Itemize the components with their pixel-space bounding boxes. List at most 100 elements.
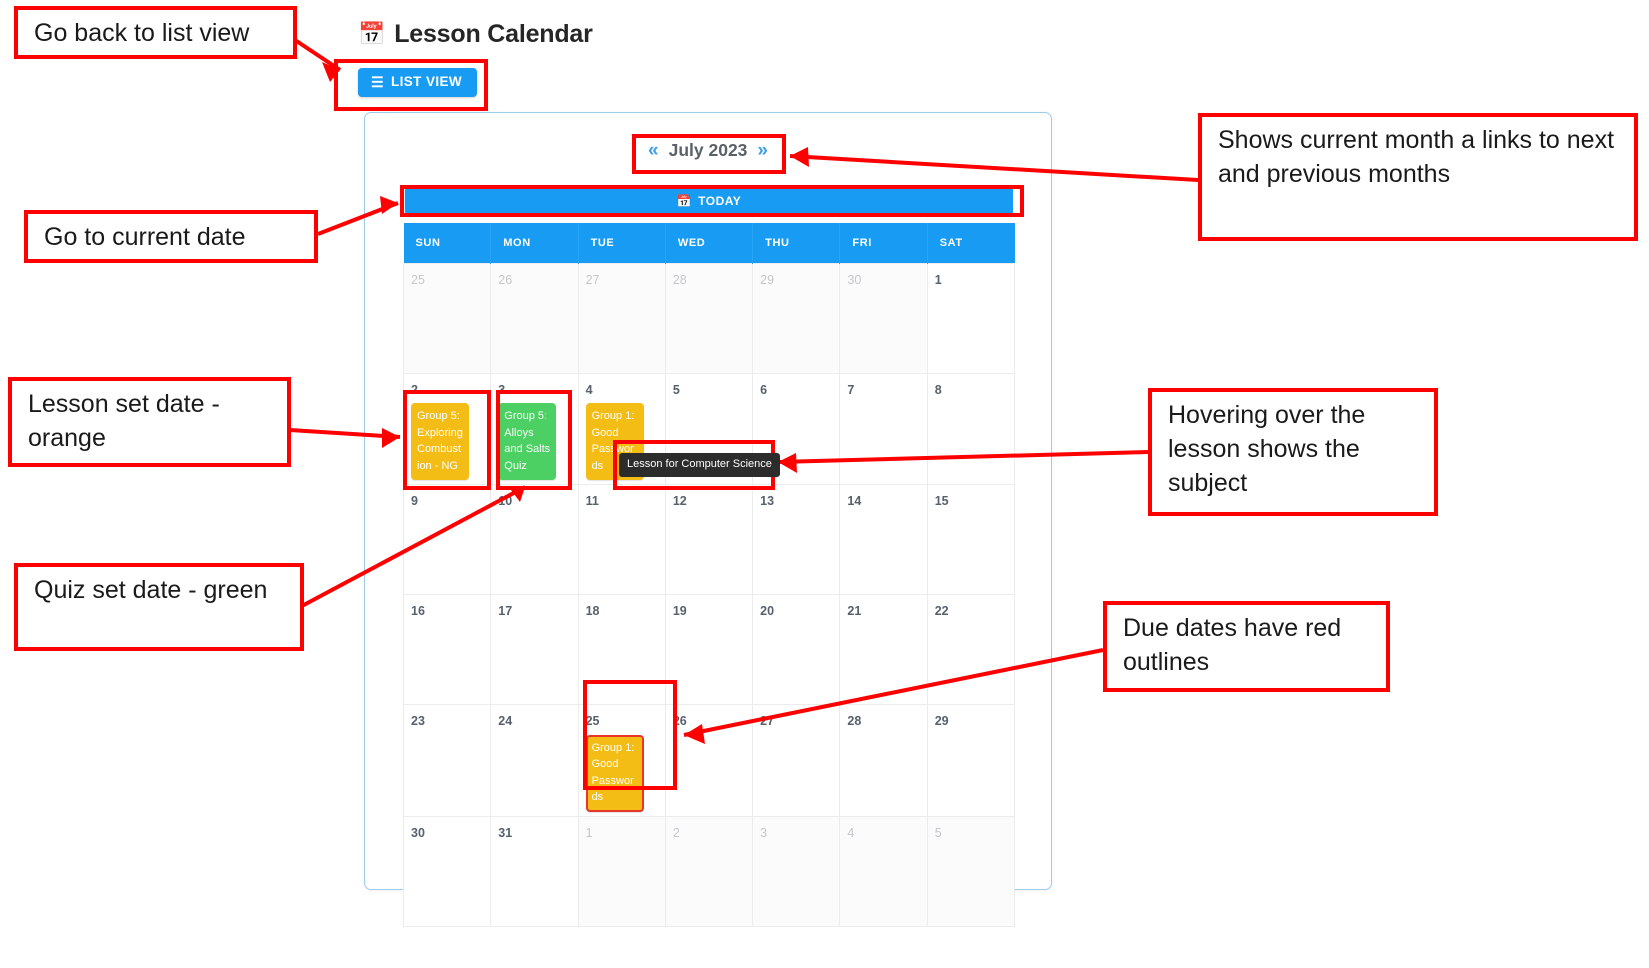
calendar-week-row: 16 17 18 19 20 21 22 bbox=[402, 594, 1016, 705]
day-number: 1 bbox=[934, 272, 942, 287]
list-view-label: LIST VIEW bbox=[390, 74, 463, 90]
calendar-icon: 📅 bbox=[358, 21, 386, 46]
day-number: 27 bbox=[760, 714, 775, 728]
day-number: 27 bbox=[585, 272, 600, 287]
day-number: 2 bbox=[411, 382, 418, 397]
day-number: 16 bbox=[411, 604, 425, 618]
calendar-day-cell[interactable]: 1 bbox=[577, 815, 666, 927]
day-number: 20 bbox=[760, 604, 775, 618]
calendar-day-cell[interactable]: 24 bbox=[490, 704, 579, 817]
calendar-day-cell[interactable]: 5 bbox=[926, 815, 1016, 927]
calendar-day-cell[interactable]: 26 bbox=[490, 262, 579, 374]
annotation-hover: Hovering over the lesson shows the subje… bbox=[1148, 388, 1438, 516]
day-number: 10 bbox=[498, 494, 513, 508]
day-number: 5 bbox=[934, 825, 942, 840]
annotation-due-dates: Due dates have red outlines bbox=[1103, 601, 1390, 692]
calendar-day-cell[interactable]: 21 bbox=[839, 594, 928, 705]
calendar-day-cell[interactable]: 20 bbox=[752, 594, 841, 705]
calendar-day-cell[interactable]: 25 bbox=[402, 262, 492, 374]
day-number: 26 bbox=[672, 714, 687, 728]
day-number: 21 bbox=[847, 604, 862, 618]
day-number: 8 bbox=[934, 382, 942, 397]
calendar-week-row: 25 26 27 28 29 30 1 bbox=[402, 262, 1016, 374]
day-number: 26 bbox=[498, 272, 513, 287]
calendar-day-cell[interactable]: 8 bbox=[926, 372, 1016, 485]
day-number: 1 bbox=[585, 825, 593, 840]
calendar-day-cell[interactable]: 15 bbox=[926, 484, 1016, 595]
day-number: 28 bbox=[672, 272, 687, 287]
event-tooltip: Lesson for Computer Science bbox=[619, 453, 780, 477]
weekday-tue: TUE bbox=[578, 223, 666, 263]
day-number: 3 bbox=[498, 382, 506, 397]
calendar-day-cell[interactable]: 28 bbox=[839, 704, 928, 817]
calendar-day-cell[interactable]: 19 bbox=[664, 594, 754, 705]
day-number: 29 bbox=[934, 714, 949, 728]
annotation-month-nav: Shows current month a links to next and … bbox=[1198, 113, 1638, 241]
weekday-wed: WED bbox=[665, 223, 754, 263]
day-number: 12 bbox=[672, 494, 687, 508]
calendar-day-cell[interactable]: 30 bbox=[839, 262, 928, 374]
day-number: 23 bbox=[411, 714, 425, 728]
calendar-day-cell[interactable]: 16 bbox=[402, 594, 492, 705]
calendar-day-cell[interactable]: 26 bbox=[664, 704, 754, 817]
page-title: 📅Lesson Calendar bbox=[358, 20, 593, 49]
weekday-sat: SAT bbox=[927, 223, 1015, 263]
calendar-day-cell[interactable]: 27 bbox=[577, 262, 666, 374]
day-number: 17 bbox=[498, 604, 513, 618]
calendar-day-cell[interactable]: 31 bbox=[490, 815, 579, 927]
day-number: 29 bbox=[760, 272, 775, 287]
current-month-label: July 2023 bbox=[668, 140, 748, 160]
calendar-day-cell[interactable]: 28 bbox=[664, 262, 754, 374]
list-icon: ☰ bbox=[371, 74, 384, 90]
calendar-day-cell[interactable]: 1 bbox=[926, 262, 1016, 374]
calendar-day-cell[interactable]: 22 bbox=[926, 594, 1016, 705]
next-month-button[interactable]: » bbox=[757, 140, 768, 161]
calendar-day-cell[interactable]: 11 bbox=[577, 484, 666, 595]
weekday-mon: MON bbox=[490, 223, 579, 263]
prev-month-button[interactable]: « bbox=[648, 140, 659, 161]
day-number: 25 bbox=[411, 272, 425, 287]
calendar-day-cell[interactable]: 9 bbox=[402, 484, 492, 595]
calendar-event[interactable]: Group 1: Good Passwords bbox=[585, 734, 644, 812]
calendar-day-cell[interactable]: 2 bbox=[664, 815, 754, 927]
day-number: 11 bbox=[585, 494, 599, 508]
today-button[interactable]: 📅 TODAY bbox=[405, 187, 1013, 215]
weekday-thu: THU bbox=[752, 223, 841, 263]
day-number: 9 bbox=[411, 494, 418, 508]
calendar-day-cell[interactable]: 23 bbox=[402, 704, 492, 817]
calendar-day-cell[interactable]: 3 bbox=[752, 815, 841, 927]
calendar-day-cell[interactable]: 13 bbox=[752, 484, 841, 595]
day-number: 14 bbox=[847, 494, 862, 508]
annotation-current-date: Go to current date bbox=[24, 210, 318, 263]
calendar-day-cell[interactable]: 18 bbox=[577, 594, 666, 705]
calendar-event[interactable]: Group 5: Alloys and Salts Quiz bbox=[498, 403, 557, 480]
calendar-day-cell[interactable]: 30 bbox=[402, 815, 492, 927]
calendar-day-cell[interactable]: 27 bbox=[752, 704, 841, 817]
annotation-list-view: Go back to list view bbox=[14, 6, 297, 59]
annotation-lesson-colour: Lesson set date - orange bbox=[8, 377, 291, 467]
weekday-sun: SUN bbox=[403, 223, 492, 263]
day-number: 13 bbox=[760, 494, 775, 508]
today-label: TODAY bbox=[698, 194, 742, 208]
list-view-button[interactable]: ☰ LIST VIEW bbox=[358, 68, 478, 97]
calendar-day-cell[interactable]: 10 bbox=[490, 484, 579, 595]
day-number: 25 bbox=[585, 714, 600, 728]
calendar-day-cell[interactable]: 29 bbox=[752, 262, 841, 374]
day-number: 4 bbox=[585, 382, 593, 397]
calendar-day-cell[interactable]: 14 bbox=[839, 484, 928, 595]
day-number: 19 bbox=[672, 604, 687, 618]
day-number: 18 bbox=[585, 604, 600, 618]
calendar-day-cell[interactable]: 4 bbox=[839, 815, 928, 927]
calendar-day-cell[interactable]: 7 bbox=[839, 372, 928, 485]
day-number: 28 bbox=[847, 714, 862, 728]
calendar-card: «July 2023» 📅 TODAY SUN MON TUE WED THU … bbox=[364, 112, 1052, 927]
calendar-day-cell[interactable]: 12 bbox=[664, 484, 754, 595]
calendar-day-cell[interactable]: 17 bbox=[490, 594, 579, 705]
calendar-day-cell[interactable]: 29 bbox=[926, 704, 1016, 817]
calendar-event[interactable]: Group 5: Exploring Combustion - NG bbox=[411, 403, 469, 480]
